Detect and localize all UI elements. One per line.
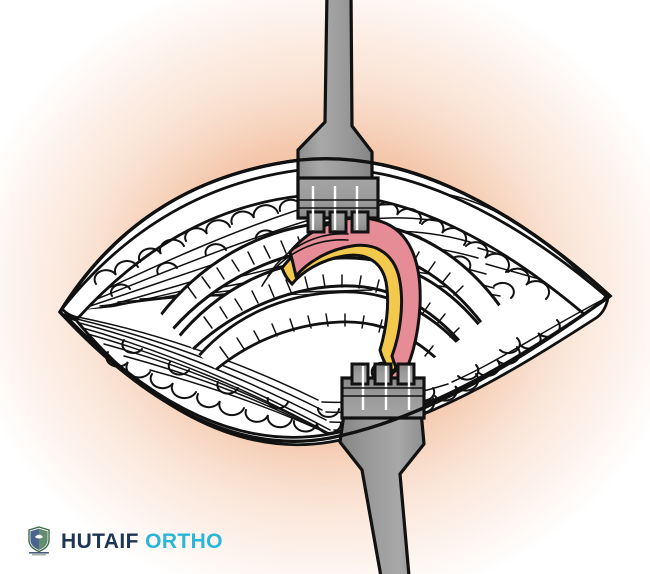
retractor-top[interactable] bbox=[296, 0, 380, 234]
brand-secondary-text: ORTHO bbox=[145, 529, 223, 553]
retractor-bottom-prongs bbox=[350, 362, 416, 386]
hutaif-shield-logo-icon bbox=[28, 526, 50, 556]
vessel-structure bbox=[288, 216, 422, 381]
retractor-top-prongs bbox=[306, 210, 370, 234]
brand-primary-text: HUTAIF bbox=[61, 529, 139, 553]
brand-wordmark: HUTAIF ORTHO bbox=[61, 531, 223, 552]
retractor-bottom[interactable] bbox=[338, 362, 426, 574]
brand-logo-lockup: HUTAIF ORTHO bbox=[26, 521, 223, 561]
wound-outline bbox=[58, 157, 612, 443]
